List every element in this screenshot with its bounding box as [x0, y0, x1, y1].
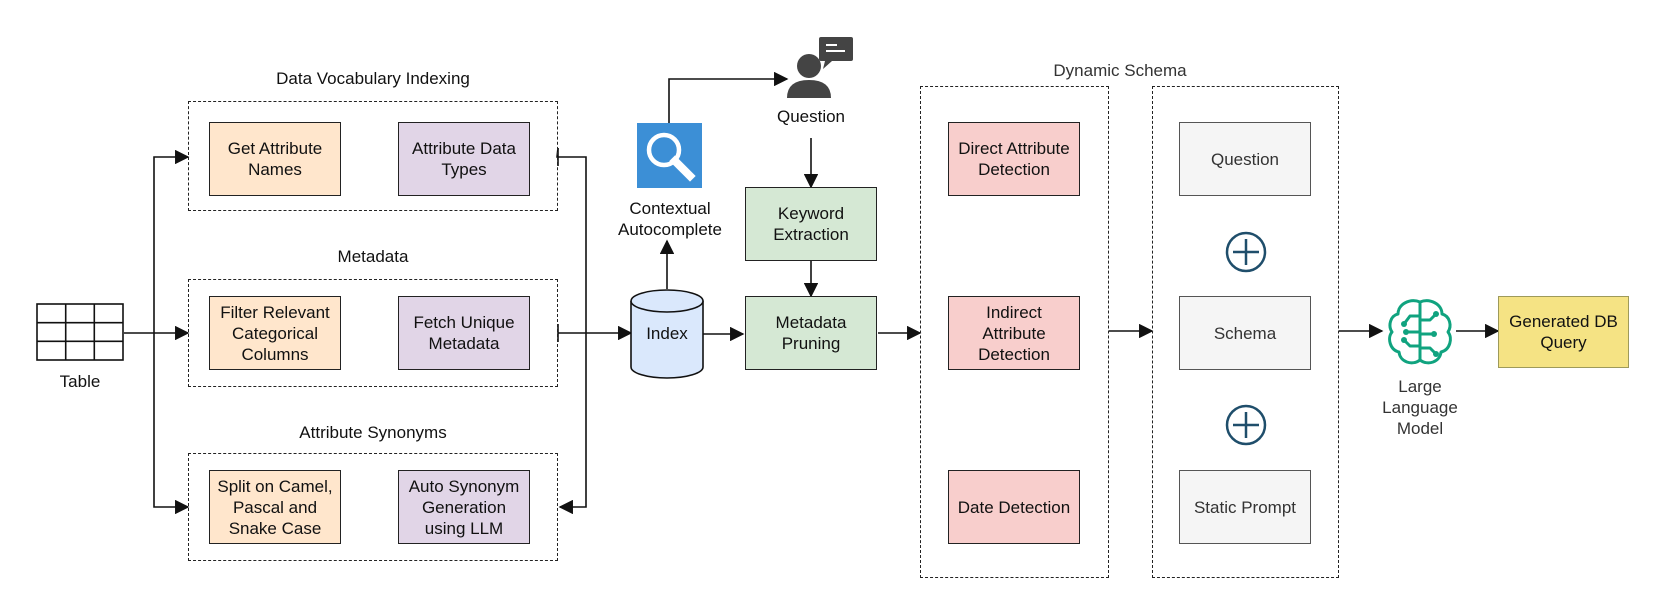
group-title-metadata: Metadata: [337, 247, 409, 266]
group-title-data-vocabulary-indexing: Data Vocabulary Indexing: [276, 69, 470, 88]
generated-db-query-box: Generated DB Query: [1498, 296, 1629, 368]
attribute-data-types-box: Attribute Data Types: [398, 122, 530, 196]
database-cylinder-icon: [630, 289, 704, 379]
direct-attribute-detection-box: Direct Attribute Detection: [948, 122, 1080, 196]
group-title-dynamic-schema: Dynamic Schema: [1053, 61, 1187, 80]
table-label: Table: [59, 372, 101, 391]
index-label: Index: [646, 324, 688, 343]
plus-circle-icon: [1225, 404, 1267, 446]
prompt-static-box: Static Prompt: [1179, 470, 1311, 544]
llm-label: Large Language Model: [1382, 377, 1458, 438]
group-data-vocabulary-indexing: [188, 101, 558, 211]
prompt-schema-box: Schema: [1179, 296, 1311, 370]
group-prompt-column: [1152, 86, 1339, 578]
indirect-attribute-detection-box: Indirect Attribute Detection: [948, 296, 1080, 370]
keyword-extraction-box: Keyword Extraction: [745, 187, 877, 261]
group-title-attribute-synonyms: Attribute Synonyms: [299, 423, 447, 442]
split-on-case-box: Split on Camel, Pascal and Snake Case: [209, 470, 341, 544]
get-attribute-names-box: Get Attribute Names: [209, 122, 341, 196]
ai-brain-icon: [1388, 299, 1452, 365]
contextual-autocomplete-label: Contextual Autocomplete: [618, 199, 722, 239]
group-attribute-synonyms: [188, 453, 558, 561]
fetch-unique-metadata-box: Fetch Unique Metadata: [398, 296, 530, 370]
user-chat-icon: [787, 37, 853, 98]
plus-circle-icon: [1225, 231, 1267, 273]
edge-autocomplete-to-question: [668, 71, 789, 123]
group-detection-column: [920, 86, 1109, 578]
filter-relevant-categorical-columns-box: Filter Relevant Categorical Columns: [209, 296, 341, 370]
edge-table-to-synonyms: [153, 333, 190, 515]
date-detection-box: Date Detection: [948, 470, 1080, 544]
question-user-label: Question: [776, 107, 846, 126]
auto-synonym-generation-box: Auto Synonym Generation using LLM: [398, 470, 530, 544]
edge-table-to-vocab: [153, 149, 190, 333]
edge-vocab-to-synonyms: [556, 147, 587, 515]
prompt-question-box: Question: [1179, 122, 1311, 196]
table-grid-icon: [36, 303, 124, 361]
magnifier-icon: [637, 123, 702, 188]
metadata-pruning-box: Metadata Pruning: [745, 296, 877, 370]
group-metadata: [188, 279, 558, 387]
